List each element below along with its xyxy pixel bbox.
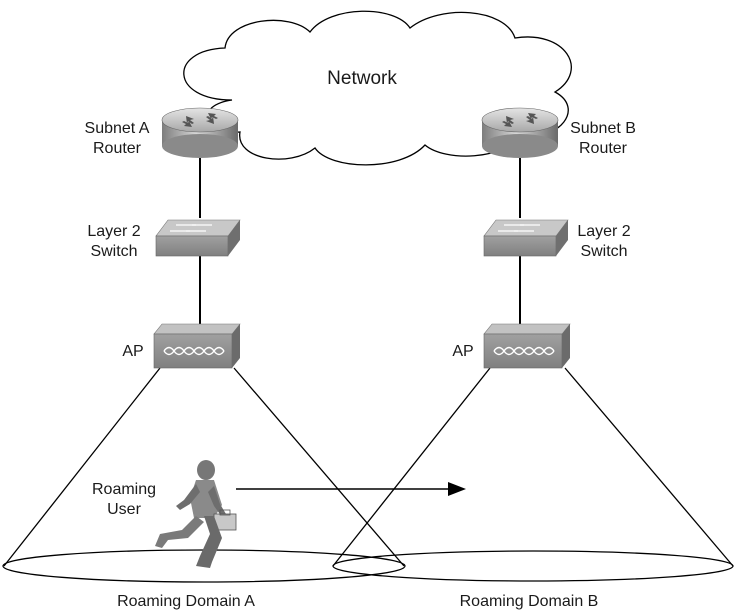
router-arrows-icon: [182, 113, 218, 127]
ap-b: [483, 323, 571, 369]
domain-a-cone-right-edge: [233, 367, 405, 567]
roaming-direction-arrow: [236, 482, 466, 496]
switch-b-label-line2: Switch: [580, 243, 627, 260]
ap-b-label: AP: [452, 343, 473, 360]
switch-a-label-line2: Switch: [90, 243, 137, 260]
switch-b: [483, 219, 569, 257]
router-a-label-line2: Router: [93, 140, 142, 157]
switch-arrows-icon: [498, 224, 540, 232]
links: [199, 158, 521, 326]
domain-b-cone-left-edge: [332, 367, 491, 567]
router-b-label-line1: Subnet B: [570, 120, 636, 137]
switch-a-label-line1: Layer 2: [87, 223, 140, 240]
network-cloud: Network: [183, 10, 572, 166]
roaming-user-label-line1: Roaming: [92, 481, 156, 498]
domain-b-cone-right-edge: [564, 367, 734, 567]
router-arrows-icon: [502, 113, 538, 127]
network-label: Network: [327, 68, 397, 89]
roaming-user-label-line2: User: [107, 501, 141, 518]
router-a-label-line1: Subnet A: [85, 120, 150, 137]
running-person-with-briefcase-icon: [155, 460, 237, 568]
switch-a: [155, 219, 241, 257]
switch-arrows-icon: [170, 224, 212, 232]
coverage-cones: [2, 367, 734, 583]
ap-a-label: AP: [122, 343, 143, 360]
router-b-label-line2: Router: [579, 140, 628, 157]
roaming-domain-b-label: Roaming Domain B: [460, 593, 599, 610]
roaming-domain-b-ellipse: [332, 550, 734, 582]
router-a: [161, 107, 239, 158]
ap-a: [153, 323, 241, 369]
router-b: [481, 107, 559, 158]
roaming-domain-a-label: Roaming Domain A: [117, 593, 255, 610]
domain-a-cone-left-edge: [3, 367, 161, 567]
switch-b-label-line1: Layer 2: [577, 223, 630, 240]
